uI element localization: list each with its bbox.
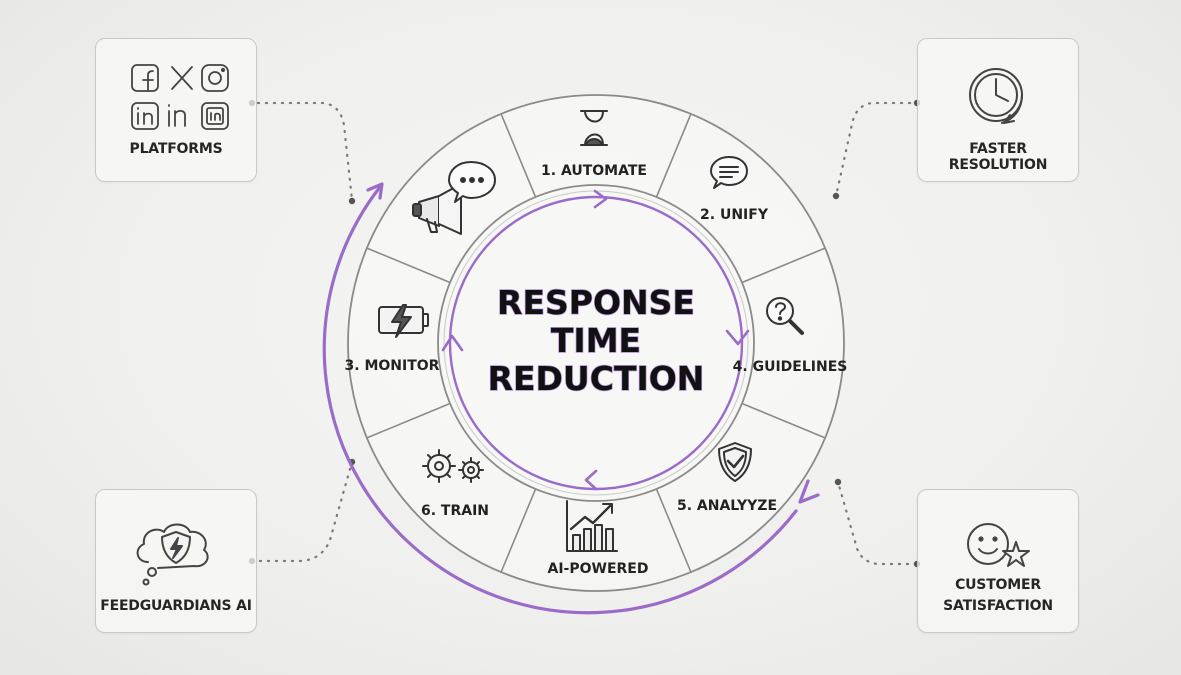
connector-dot (832, 192, 840, 200)
segment-label-ai-powered: AI-POWERED (548, 561, 649, 577)
magnifier-question-icon (766, 297, 804, 335)
inner-arrowhead-left-icon (441, 334, 464, 352)
inner-arrowhead-top-icon (593, 189, 608, 209)
card-feedguardians: FEEDGUARDIANS AI (95, 489, 257, 633)
center-title-line-2: TIME (551, 321, 641, 360)
connector-dot (348, 197, 356, 205)
card-customer-satisfaction: CUSTOMER SATISFACTION (917, 489, 1079, 633)
wheel-inner-circle (437, 184, 755, 502)
segment-label-automate: 1. AUTOMATE (541, 163, 647, 179)
card-faster-resolution: FASTER RESOLUTION (917, 38, 1079, 182)
hourglass-icon (580, 110, 608, 146)
segment-divider (741, 402, 826, 439)
connector-feedguardians (250, 460, 354, 563)
connector-platforms (248, 101, 354, 202)
card-platforms: PLATFORMS (95, 38, 257, 182)
center-title-line-3: REDUCTION (488, 359, 705, 398)
segment-divider (741, 247, 826, 284)
card-label-feedguardians: FEEDGUARDIANS AI (100, 598, 252, 614)
segment-label-guidelines: 4. GUIDELINES (733, 359, 848, 375)
card-label-customer: CUSTOMER (955, 577, 1041, 593)
inner-arrowhead-right-icon (725, 329, 750, 346)
battery-bolt-icon (378, 304, 429, 338)
segment-divider (366, 247, 451, 284)
smiley-star-icon (967, 523, 1030, 567)
segment-label-unify: 2. UNIFY (700, 207, 769, 223)
gears-icon (422, 449, 484, 483)
chat-bubble-icon (710, 156, 748, 189)
bar-chart-icon (566, 500, 618, 552)
card-label-satisfaction: SATISFACTION (943, 598, 1053, 614)
segment-divider (655, 488, 692, 573)
clock-icon (969, 68, 1023, 124)
center-title-line-1: RESPONSE (497, 283, 695, 322)
center-title: RESPONSE TIME REDUCTION (487, 282, 705, 398)
connector-dot (834, 478, 842, 486)
outer-arrowhead-top-icon (366, 182, 384, 200)
card-label-platforms: PLATFORMS (129, 141, 223, 157)
outer-cycle-arrow (322, 185, 798, 615)
inner-arrowhead-bottom-icon (584, 469, 598, 491)
social-platforms-icon (131, 64, 229, 130)
segment-label-train: 6. TRAIN (421, 503, 489, 519)
card-label-faster-resolution: FASTER RESOLUTION (948, 141, 1048, 173)
segment-divider (366, 402, 451, 439)
segment-divider (655, 113, 692, 198)
segment-label-analyze: 5. ANALYYZE (677, 498, 777, 514)
segment-divider (500, 488, 537, 573)
shield-cloud-icon (136, 523, 209, 586)
megaphone-icon (412, 161, 496, 235)
segment-divider (500, 113, 537, 198)
segment-dividers (366, 113, 826, 573)
outer-arrowhead-bottom-icon (798, 479, 820, 504)
shield-check-icon (718, 442, 752, 482)
segment-label-monitor: 3. MONITOR (345, 358, 440, 374)
